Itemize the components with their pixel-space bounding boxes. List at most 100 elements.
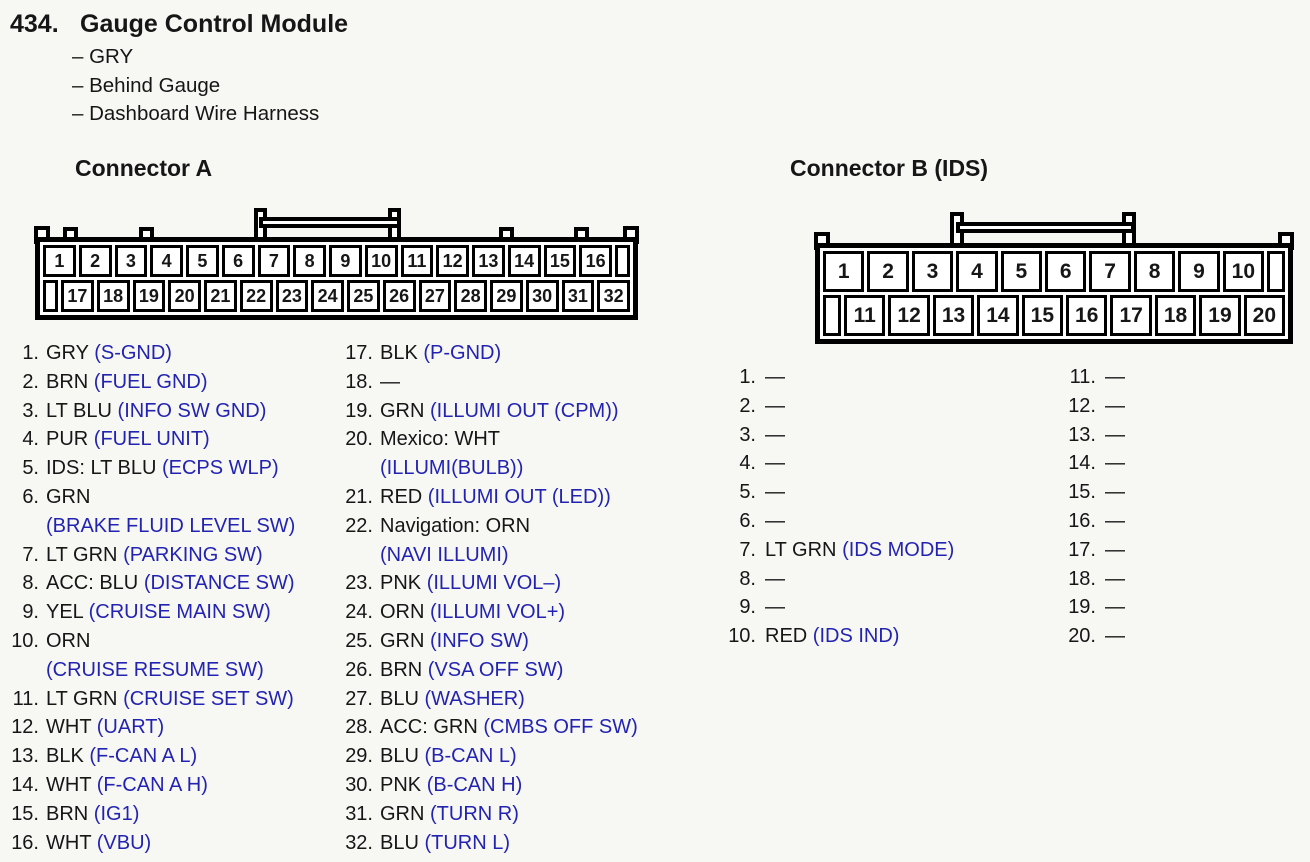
pin-wire-color: —	[1105, 452, 1125, 475]
pin-number: 20.	[1068, 625, 1096, 648]
pin-function: (DISTANCE SW)	[143, 572, 295, 595]
pin-number: 2.	[739, 394, 756, 417]
pin-item: 8.—	[712, 565, 972, 594]
pin-cavity: 6	[221, 245, 255, 277]
pin-function: (TURN L)	[424, 831, 511, 854]
pin-number: 17.	[1068, 538, 1096, 561]
pin-item: 9.YEL (CRUISE MAIN SW)	[6, 598, 334, 627]
pin-item: 15.BRN (IG1)	[6, 800, 334, 829]
pin-number: 14.	[11, 773, 39, 796]
pin-item: 16.—	[1052, 507, 1267, 536]
connector-a-heading: Connector A	[75, 155, 213, 181]
pin-number: 28.	[345, 716, 373, 739]
pin-cavity: 11	[400, 245, 434, 277]
pin-function: (ILLUMI VOL–)	[426, 572, 562, 595]
pin-item: 25.GRN (INFO SW)	[337, 627, 667, 656]
pin-item: 11.LT GRN (CRUISE SET SW)	[6, 685, 334, 714]
pin-cavity: 5	[186, 245, 219, 277]
connector-a-pin-list-17-32: 17.BLK (P-GND)18.—19.GRN (ILLUMI OUT (CP…	[337, 339, 667, 857]
pin-function: (BRAKE FLUID LEVEL SW)	[46, 514, 296, 537]
pin-item: 11.—	[1052, 363, 1267, 392]
pin-function: (WASHER)	[424, 687, 525, 710]
pin-function: (NAVI ILLUMI)	[380, 543, 509, 566]
pin-item: 31.GRN (TURN R)	[337, 800, 667, 829]
pin-wire-color: GRN	[380, 802, 425, 825]
pin-cavity: 25	[347, 280, 380, 312]
pin-wire-color: —	[1105, 596, 1125, 619]
pin-number: 16.	[1068, 509, 1096, 532]
pin-number: 11.	[12, 687, 39, 710]
detail-location: – Behind Gauge	[72, 73, 221, 97]
pin-cavity: 10	[364, 245, 398, 277]
end-cavity	[615, 245, 630, 277]
pin-cavity: 8	[1133, 251, 1176, 292]
pin-wire-color: PNK	[380, 572, 422, 595]
module-details: – GRY – Behind Gauge – Dashboard Wire Ha…	[72, 43, 319, 129]
pin-number: 1.	[739, 366, 756, 388]
pin-function: (IDS IND)	[812, 625, 900, 648]
pin-cavity: 17	[61, 280, 94, 312]
pin-wire-color: Navigation: ORN	[380, 514, 531, 537]
pin-number: 9.	[739, 596, 756, 619]
pin-item: 19.GRN (ILLUMI OUT (CPM))	[337, 397, 667, 426]
pin-cavity: 17	[1110, 295, 1152, 336]
pin-wire-color: LT BLU	[46, 399, 112, 422]
pin-wire-color: —	[765, 509, 785, 532]
pin-number: 20.	[345, 428, 373, 451]
pin-cavity: 27	[418, 280, 452, 312]
pin-function: (IG1)	[93, 802, 140, 825]
pin-number: 27.	[345, 687, 373, 710]
connector-b-pin-list-1-10: 1.—2.—3.—4.—5.—6.—7.LT GRN (IDS MODE)8.—…	[712, 363, 972, 651]
pin-function: (B-CAN H)	[426, 773, 523, 796]
pin-wire-color: GRN	[380, 399, 425, 422]
section-number: 434.	[10, 10, 59, 38]
pin-wire-color: —	[765, 423, 785, 446]
pin-function-line: (CRUISE RESUME SW)	[46, 656, 334, 685]
pin-item: 20.Mexico: WHT(ILLUMI(BULB))	[337, 425, 667, 483]
pin-item: 18.—	[337, 368, 667, 397]
pin-number: 8.	[22, 572, 39, 595]
pin-number: 21.	[345, 485, 373, 508]
pin-function-line: (BRAKE FLUID LEVEL SW)	[46, 512, 334, 541]
pin-wire-color: RED	[380, 485, 423, 508]
pin-number: 9.	[22, 601, 39, 624]
pin-cavity: 26	[382, 280, 416, 312]
pin-cavity: 7	[1089, 251, 1131, 292]
pin-cavity: 4	[150, 245, 183, 277]
pin-item: 13.—	[1052, 421, 1267, 450]
pin-wire-color: GRN	[380, 629, 425, 652]
pin-function: (INFO SW GND)	[117, 399, 267, 422]
pin-function: (S-GND)	[94, 342, 172, 364]
pin-function: (VSA OFF SW)	[427, 658, 564, 681]
pin-wire-color: —	[1105, 423, 1125, 446]
pin-cavity: 1	[823, 251, 865, 292]
end-cavity	[43, 280, 58, 312]
pin-item: 3.—	[712, 421, 972, 450]
pin-item: 27.BLU (WASHER)	[337, 685, 667, 714]
pin-function: (VBU)	[96, 831, 152, 854]
pin-item: 18.—	[1052, 565, 1267, 594]
pin-number: 1.	[22, 342, 39, 364]
pin-wire-color: —	[1105, 366, 1125, 388]
pin-cavity: 2	[78, 245, 112, 277]
pin-number: 14.	[1068, 452, 1096, 475]
pin-item: 30.PNK (B-CAN H)	[337, 771, 667, 800]
pin-cavity: 20	[1243, 295, 1286, 336]
pin-cavity: 22	[239, 280, 273, 312]
pin-cavity: 2	[867, 251, 909, 292]
pin-wire-color: WHT	[46, 716, 92, 739]
pin-cavity: 3	[114, 245, 148, 277]
pin-number: 12.	[1068, 394, 1096, 417]
pin-wire-color: PUR	[46, 428, 89, 451]
pin-item: 17.BLK (P-GND)	[337, 339, 667, 368]
pin-function: (UART)	[96, 716, 165, 739]
pin-item: 21.RED (ILLUMI OUT (LED))	[337, 483, 667, 512]
detail-harness: – Dashboard Wire Harness	[72, 102, 320, 126]
pin-function: (F-CAN A H)	[96, 773, 208, 796]
pin-item: 19.—	[1052, 593, 1267, 622]
pin-number: 16.	[11, 831, 39, 854]
pin-cavity: 24	[311, 280, 344, 312]
